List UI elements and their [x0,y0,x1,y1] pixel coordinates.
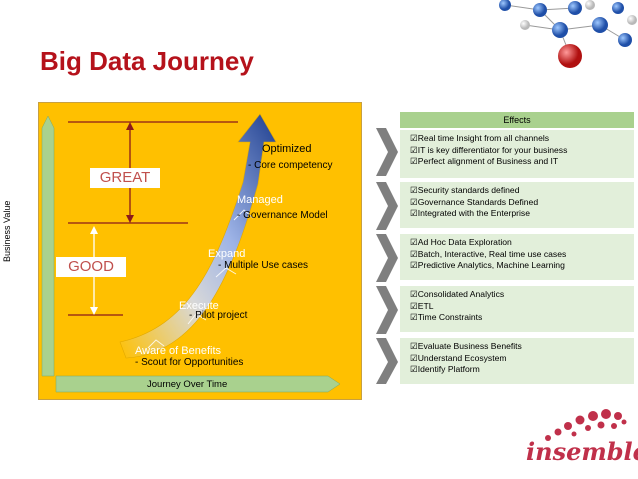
insemble-logo: insemble [526,437,638,466]
connector-chevrons [376,128,398,384]
journey-diagram-panel [38,102,362,400]
effects-group-execute: ☑Consolidated Analytics ☑ETL ☑Time Const… [400,286,634,332]
effect-item: ☑Governance Standards Defined [410,196,539,207]
effect-item: ☑Security standards defined [410,185,520,195]
effect-item: ☑Ad Hoc Data Exploration [410,237,512,247]
y-axis-label: Business Value [2,200,12,262]
effect-item: ☑Time Constraints [410,312,483,322]
logo-text: insemble [526,437,638,466]
great-badge: GREAT [90,168,160,188]
good-badge: GOOD [56,257,126,277]
effect-item: ☑Understand Ecosystem [410,352,507,363]
effects-group-aware: ☑Evaluate Business Benefits ☑Understand … [400,338,634,384]
step-optimized: Optimized [262,143,312,155]
step-aware-desc: - Scout for Opportunities [135,357,244,368]
step-optimized-desc: - Core competency [248,160,333,171]
effects-group-optimized: ☑Real time Insight from all channels ☑IT… [400,130,634,178]
step-expand-desc: - Multiple Use cases [218,260,309,271]
step-execute-desc: - Pilot project [189,310,248,321]
effect-item: ☑Perfect alignment of Business and IT [410,156,559,166]
x-axis-arrow [55,375,341,393]
effect-item: ☑Integrated with the Enterprise [410,208,530,218]
journey-curve-arrow [119,113,277,359]
effect-item: ☑Evaluate Business Benefits [410,341,522,351]
step-execute: Execute [179,300,219,312]
effects-group-expand: ☑Ad Hoc Data Exploration ☑Batch, Interac… [400,234,634,280]
effect-item: ☑IT is key differentiator for your busin… [410,144,568,155]
effects-group-managed: ☑Security standards defined ☑Governance … [400,182,634,228]
page-title: Big Data Journey [40,46,254,76]
y-axis-arrow [41,115,55,377]
effect-item: ☑Identify Platform [410,364,480,374]
effect-item: ☑Consolidated Analytics [410,289,505,299]
x-axis-label: Journey Over Time [147,379,228,390]
effect-item: ☑Predictive Analytics, Machine Learning [410,260,565,270]
effect-item: ☑ETL [410,300,434,311]
step-managed: Managed [237,194,283,206]
molecule-graphic [499,0,637,68]
insemble-logo-dots [545,409,627,441]
effect-item: ☑Real time Insight from all channels [410,133,550,143]
effects-header: Effects [400,112,634,128]
step-aware: Aware of Benefits [135,345,222,357]
step-managed-desc: - Governance Model [237,210,328,221]
step-expand: Expand [208,248,246,260]
effect-item: ☑Batch, Interactive, Real time use cases [410,248,567,259]
journey-diagram [41,113,341,393]
